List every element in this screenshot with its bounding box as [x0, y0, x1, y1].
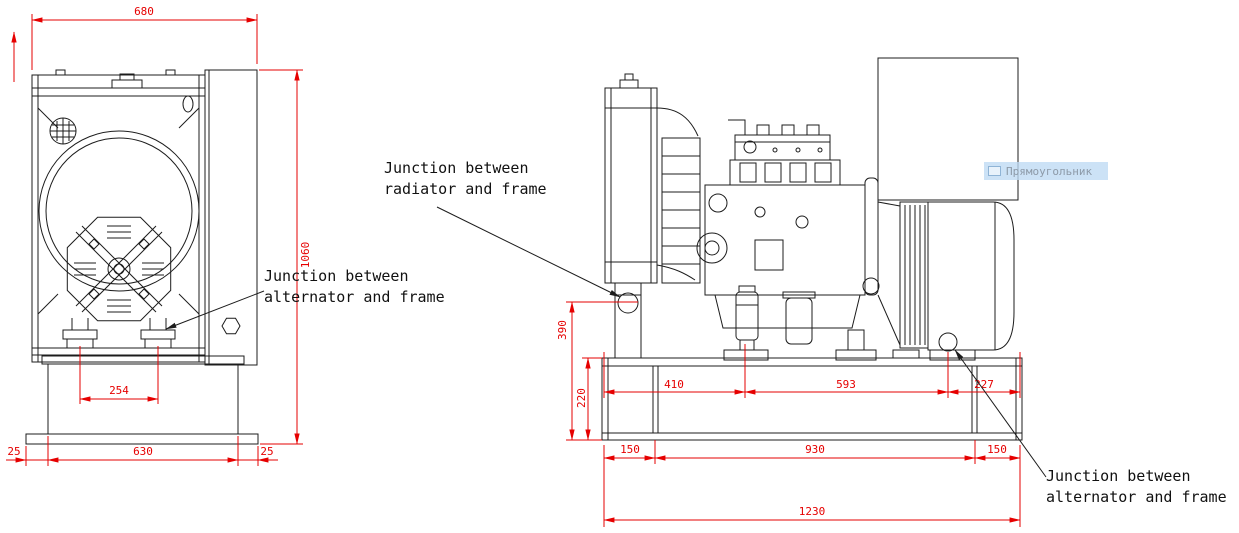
annotation-text-line: Junction between: [264, 267, 409, 285]
front-mounting-feet: [62, 318, 176, 349]
oil-filter: [785, 297, 813, 345]
annotation-text-line: alternator and frame: [1046, 488, 1227, 506]
front-dimensions: 680 1060 254 25 630 25: [6, 5, 312, 466]
alternator-hub: [107, 257, 131, 281]
annotation-alternator-frame-front: Junction between alternator and frame: [264, 266, 445, 308]
dim-seg-rear: 227: [974, 378, 994, 391]
dim-left-overhang: 25: [7, 445, 20, 458]
dim-end-right: 150: [987, 443, 1007, 456]
side-base-frame: [601, 357, 1023, 441]
dim-total-length: 1230: [799, 505, 826, 518]
annotation-radiator-frame: Junction between radiator and frame: [384, 158, 547, 200]
dim-radiator-mount-height: 390: [556, 320, 569, 340]
side-radiator: [604, 73, 699, 358]
front-side-panel: [204, 69, 258, 366]
fuel-filter: [735, 291, 759, 341]
dim-front-height: 1060: [299, 242, 312, 269]
leader-lines: [165, 206, 1047, 478]
front-view: 680 1060 254 25 630 25: [6, 5, 312, 466]
annotation-text-line: alternator and frame: [264, 288, 445, 306]
annotation-text-line: radiator and frame: [384, 180, 547, 198]
radiator-frame-junction-point: [617, 292, 639, 314]
annotation-alternator-frame-side: Junction between alternator and frame: [1046, 466, 1227, 508]
side-dimensions: 390 220 410 593 227 150 930 150: [556, 301, 1021, 527]
dim-end-left: 150: [620, 443, 640, 456]
hex-plug: [221, 317, 241, 335]
leader-radiator-side: [436, 206, 621, 298]
leader-alternator-front: [165, 290, 265, 330]
dim-base-width: 630: [133, 445, 153, 458]
dim-front-top-width: 680: [134, 5, 154, 18]
control-box: [877, 57, 1019, 201]
dim-seg-middle: 593: [836, 378, 856, 391]
side-alternator: [877, 201, 1015, 361]
front-alternator: [66, 216, 172, 322]
annotation-text-line: Junction between: [1046, 467, 1191, 485]
leader-alternator-side: [954, 349, 1047, 478]
front-base-tank: [25, 355, 259, 445]
dim-feet-spacing: 254: [109, 384, 129, 397]
side-air-cleaner: [661, 137, 701, 284]
side-view: 390 220 410 593 227 150 930 150: [556, 57, 1023, 527]
shape-hover-tooltip: Прямоугольник: [984, 162, 1108, 180]
side-engine: [696, 119, 880, 361]
alternator-frame-junction-point: [938, 332, 958, 352]
dim-seg-front: 410: [664, 378, 684, 391]
tooltip-label: Прямоугольник: [1006, 164, 1093, 178]
dim-mid-span: 930: [805, 443, 825, 456]
dim-right-overhang: 25: [260, 445, 273, 458]
rectangle-icon: [988, 166, 1001, 176]
dim-frame-height: 220: [575, 388, 588, 408]
annotation-text-line: Junction between: [384, 159, 529, 177]
front-fan-guard: [38, 130, 200, 292]
front-radiator: [31, 69, 206, 363]
